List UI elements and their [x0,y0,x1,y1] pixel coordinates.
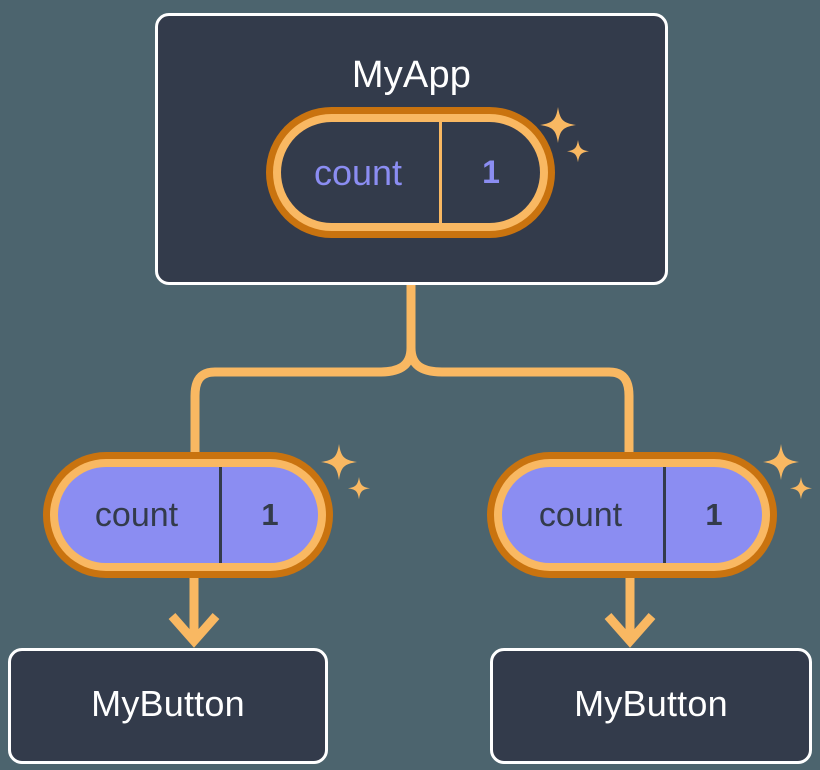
state-value-label: 1 [219,467,318,563]
state-pill-body: count 1 [502,467,762,563]
arrow-head-right [604,613,656,648]
state-key-label: count [94,495,179,534]
state-pill-child-left[interactable]: count 1 [43,452,333,578]
component-box-mybutton-left[interactable]: MyButton [8,648,328,764]
state-key-label: count [313,151,403,193]
wire-to-left-child [190,347,416,462]
state-pill-child-right[interactable]: count 1 [487,452,777,578]
wire-to-right-child [406,347,634,462]
state-pill-body: count 1 [58,467,318,563]
state-pill-body: count 1 [281,122,540,223]
component-title-mybutton-right: MyButton [574,683,728,724]
component-title-mybutton-left: MyButton [91,683,245,724]
state-pill-ring: count 1 [494,459,770,571]
component-box-mybutton-right[interactable]: MyButton [490,648,812,764]
arrow-head-left [168,613,220,648]
state-pill-ring: count 1 [50,459,326,571]
state-value-label: 1 [663,467,762,563]
state-pill-ring: count 1 [273,114,548,231]
component-title-myapp: MyApp [351,54,472,96]
state-value-label: 1 [439,122,540,223]
state-key-label: count [538,495,623,534]
state-pill-myapp[interactable]: count 1 [266,107,555,238]
